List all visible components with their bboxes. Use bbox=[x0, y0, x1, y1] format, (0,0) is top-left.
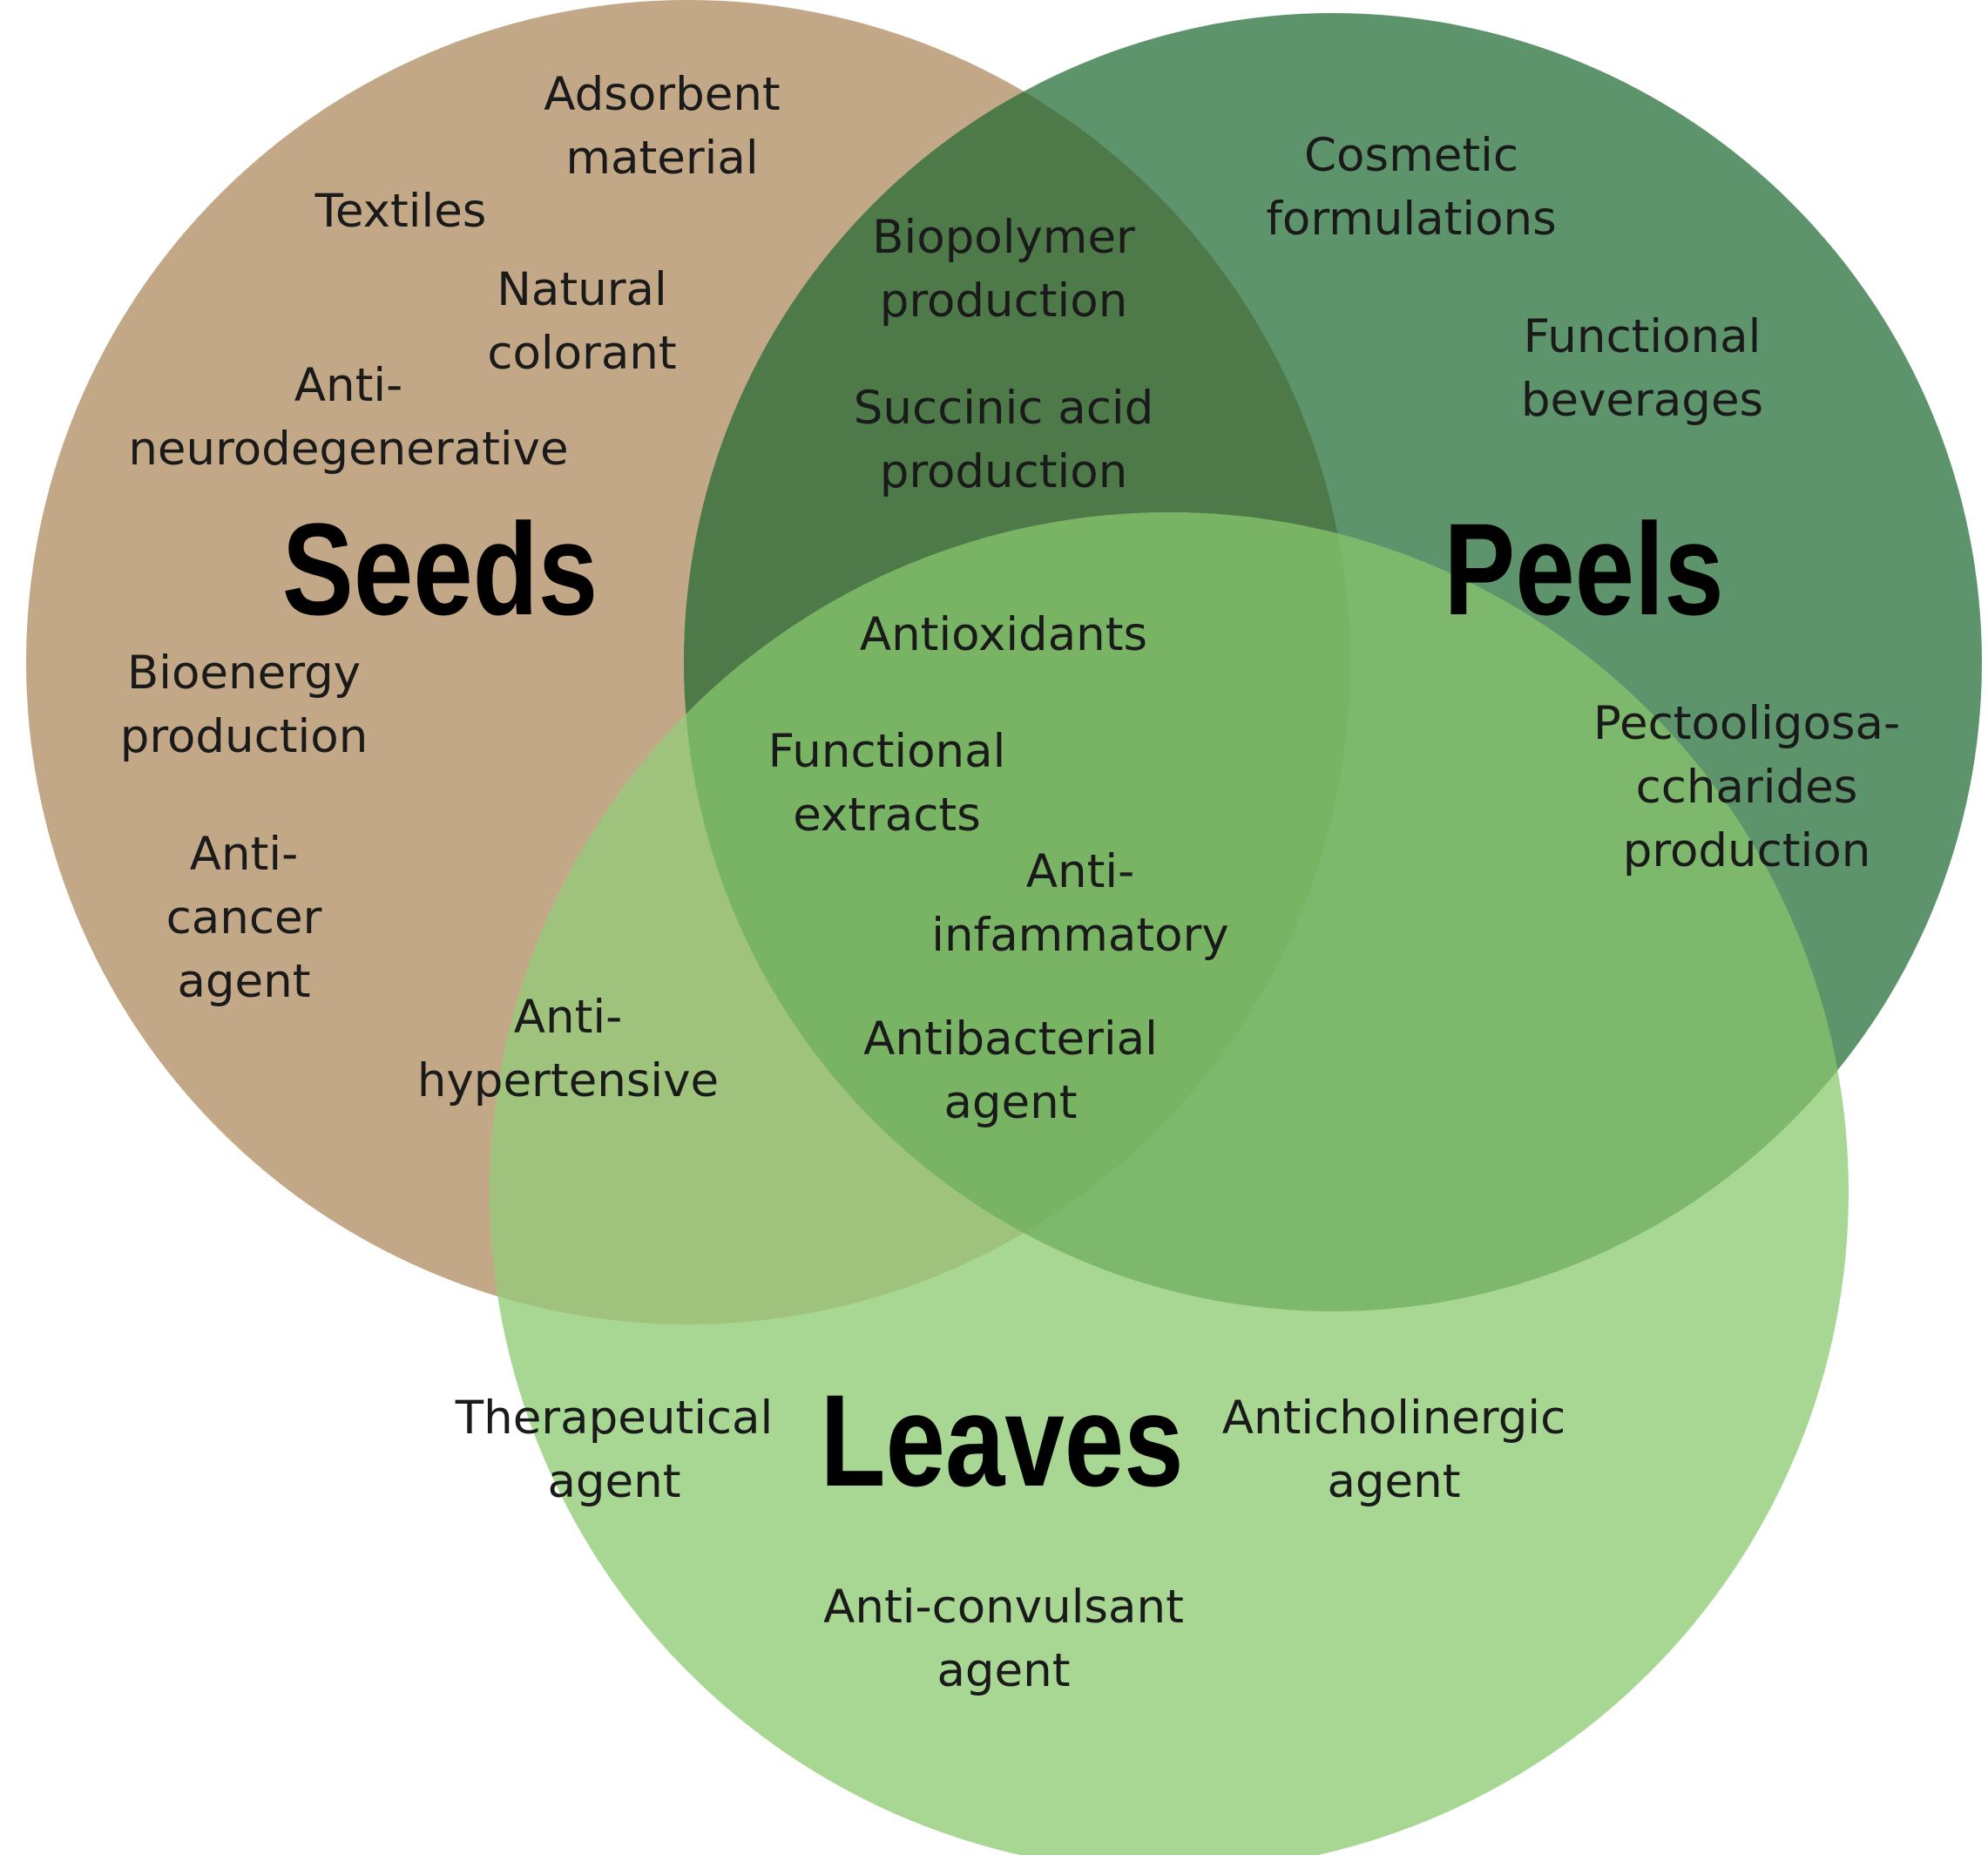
anti-inflammatory-line-1: Anti- bbox=[1026, 845, 1134, 898]
cosmetic-formulations-line-2: formulations bbox=[1266, 193, 1557, 246]
bioenergy-production-label: Bioenergy production bbox=[120, 647, 369, 763]
anti-cancer-agent-line-2: cancer bbox=[166, 891, 322, 944]
natural-colorant-line-1: Natural bbox=[497, 263, 667, 316]
functional-beverages-label: Functional beverages bbox=[1521, 310, 1763, 427]
seeds-title: Seeds bbox=[282, 497, 598, 642]
antioxidants-line-1: Antioxidants bbox=[860, 608, 1147, 661]
therapeutical-agent-label: Therapeutical agent bbox=[455, 1391, 774, 1508]
therapeutical-agent-line-2: agent bbox=[547, 1455, 680, 1508]
anti-convulsant-agent-line-1: Anti-convulsant bbox=[823, 1581, 1184, 1634]
natural-colorant-line-2: colorant bbox=[487, 327, 676, 380]
anticholinergic-agent-label: Anticholinergic agent bbox=[1222, 1391, 1566, 1508]
leaves-title: Leaves bbox=[820, 1368, 1183, 1513]
antibacterial-agent-line-1: Antibacterial bbox=[863, 1012, 1158, 1066]
functional-beverages-line-1: Functional bbox=[1524, 310, 1761, 363]
antibacterial-agent-label: Antibacterial agent bbox=[863, 1012, 1158, 1129]
anti-neurodegenerative-line-1: Anti- bbox=[294, 359, 402, 412]
adsorbent-material-label: Adsorbent material bbox=[544, 68, 780, 185]
anticholinergic-agent-line-2: agent bbox=[1327, 1455, 1460, 1508]
anti-neurodegenerative-line-2: neurodegenerative bbox=[128, 423, 568, 476]
textiles-line-1: Textiles bbox=[314, 185, 487, 238]
therapeutical-agent-line-1: Therapeutical bbox=[455, 1391, 774, 1445]
peels-title: Peels bbox=[1444, 497, 1723, 642]
pectooligosaccharides-line-2: ccharides bbox=[1636, 761, 1858, 814]
biopolymer-production-label: Biopolymer production bbox=[872, 211, 1135, 328]
bioenergy-production-line-1: Bioenergy bbox=[127, 647, 361, 700]
succinic-acid-production-line-1: Succinic acid bbox=[854, 382, 1154, 435]
pectooligosaccharides-line-1: Pectooligosa- bbox=[1593, 697, 1900, 750]
anti-neurodegenerative-label: Anti-neurodegenerative bbox=[128, 359, 568, 476]
anti-inflammatory-line-2: infammatory bbox=[931, 909, 1229, 962]
bioenergy-production-line-2: production bbox=[120, 710, 369, 763]
anti-convulsant-agent-label: Anti-convulsant agent bbox=[823, 1581, 1184, 1697]
functional-extracts-line-2: extracts bbox=[793, 789, 981, 842]
biopolymer-production-line-1: Biopolymer bbox=[872, 211, 1135, 264]
adsorbent-material-line-1: Adsorbent bbox=[544, 68, 780, 121]
pectooligosaccharides-label: Pectooligosa-ccharides production bbox=[1593, 697, 1900, 877]
functional-extracts-label: Functional extracts bbox=[768, 725, 1006, 842]
anti-cancer-agent-line-3: agent bbox=[177, 955, 310, 1008]
textiles-label: Textiles bbox=[314, 185, 487, 238]
anti-hypertensive-line-2: hypertensive bbox=[417, 1054, 719, 1107]
anti-cancer-agent-label: Anti-cancer agent bbox=[166, 828, 322, 1008]
antibacterial-agent-line-2: agent bbox=[943, 1076, 1077, 1129]
cosmetic-formulations-label: Cosmetic formulations bbox=[1266, 129, 1557, 246]
functional-beverages-line-2: beverages bbox=[1521, 374, 1763, 427]
anticholinergic-agent-line-1: Anticholinergic bbox=[1222, 1391, 1566, 1445]
cosmetic-formulations-line-1: Cosmetic bbox=[1304, 129, 1518, 182]
natural-colorant-label: Natural colorant bbox=[487, 263, 676, 380]
succinic-acid-production-line-2: production bbox=[880, 445, 1128, 498]
succinic-acid-production-label: Succinic acid production bbox=[854, 382, 1154, 498]
biopolymer-production-line-2: production bbox=[880, 274, 1128, 328]
functional-extracts-line-1: Functional bbox=[768, 725, 1006, 778]
adsorbent-material-line-2: material bbox=[565, 132, 758, 185]
anti-hypertensive-line-1: Anti- bbox=[514, 991, 622, 1044]
anti-inflammatory-label: Anti-infammatory bbox=[931, 845, 1229, 962]
pectooligosaccharides-line-3: production bbox=[1623, 824, 1871, 877]
anti-hypertensive-label: Anti-hypertensive bbox=[417, 991, 719, 1107]
antioxidants-label: Antioxidants bbox=[860, 608, 1147, 661]
anti-cancer-agent-line-1: Anti- bbox=[190, 828, 298, 881]
anti-convulsant-agent-line-2: agent bbox=[937, 1644, 1070, 1697]
